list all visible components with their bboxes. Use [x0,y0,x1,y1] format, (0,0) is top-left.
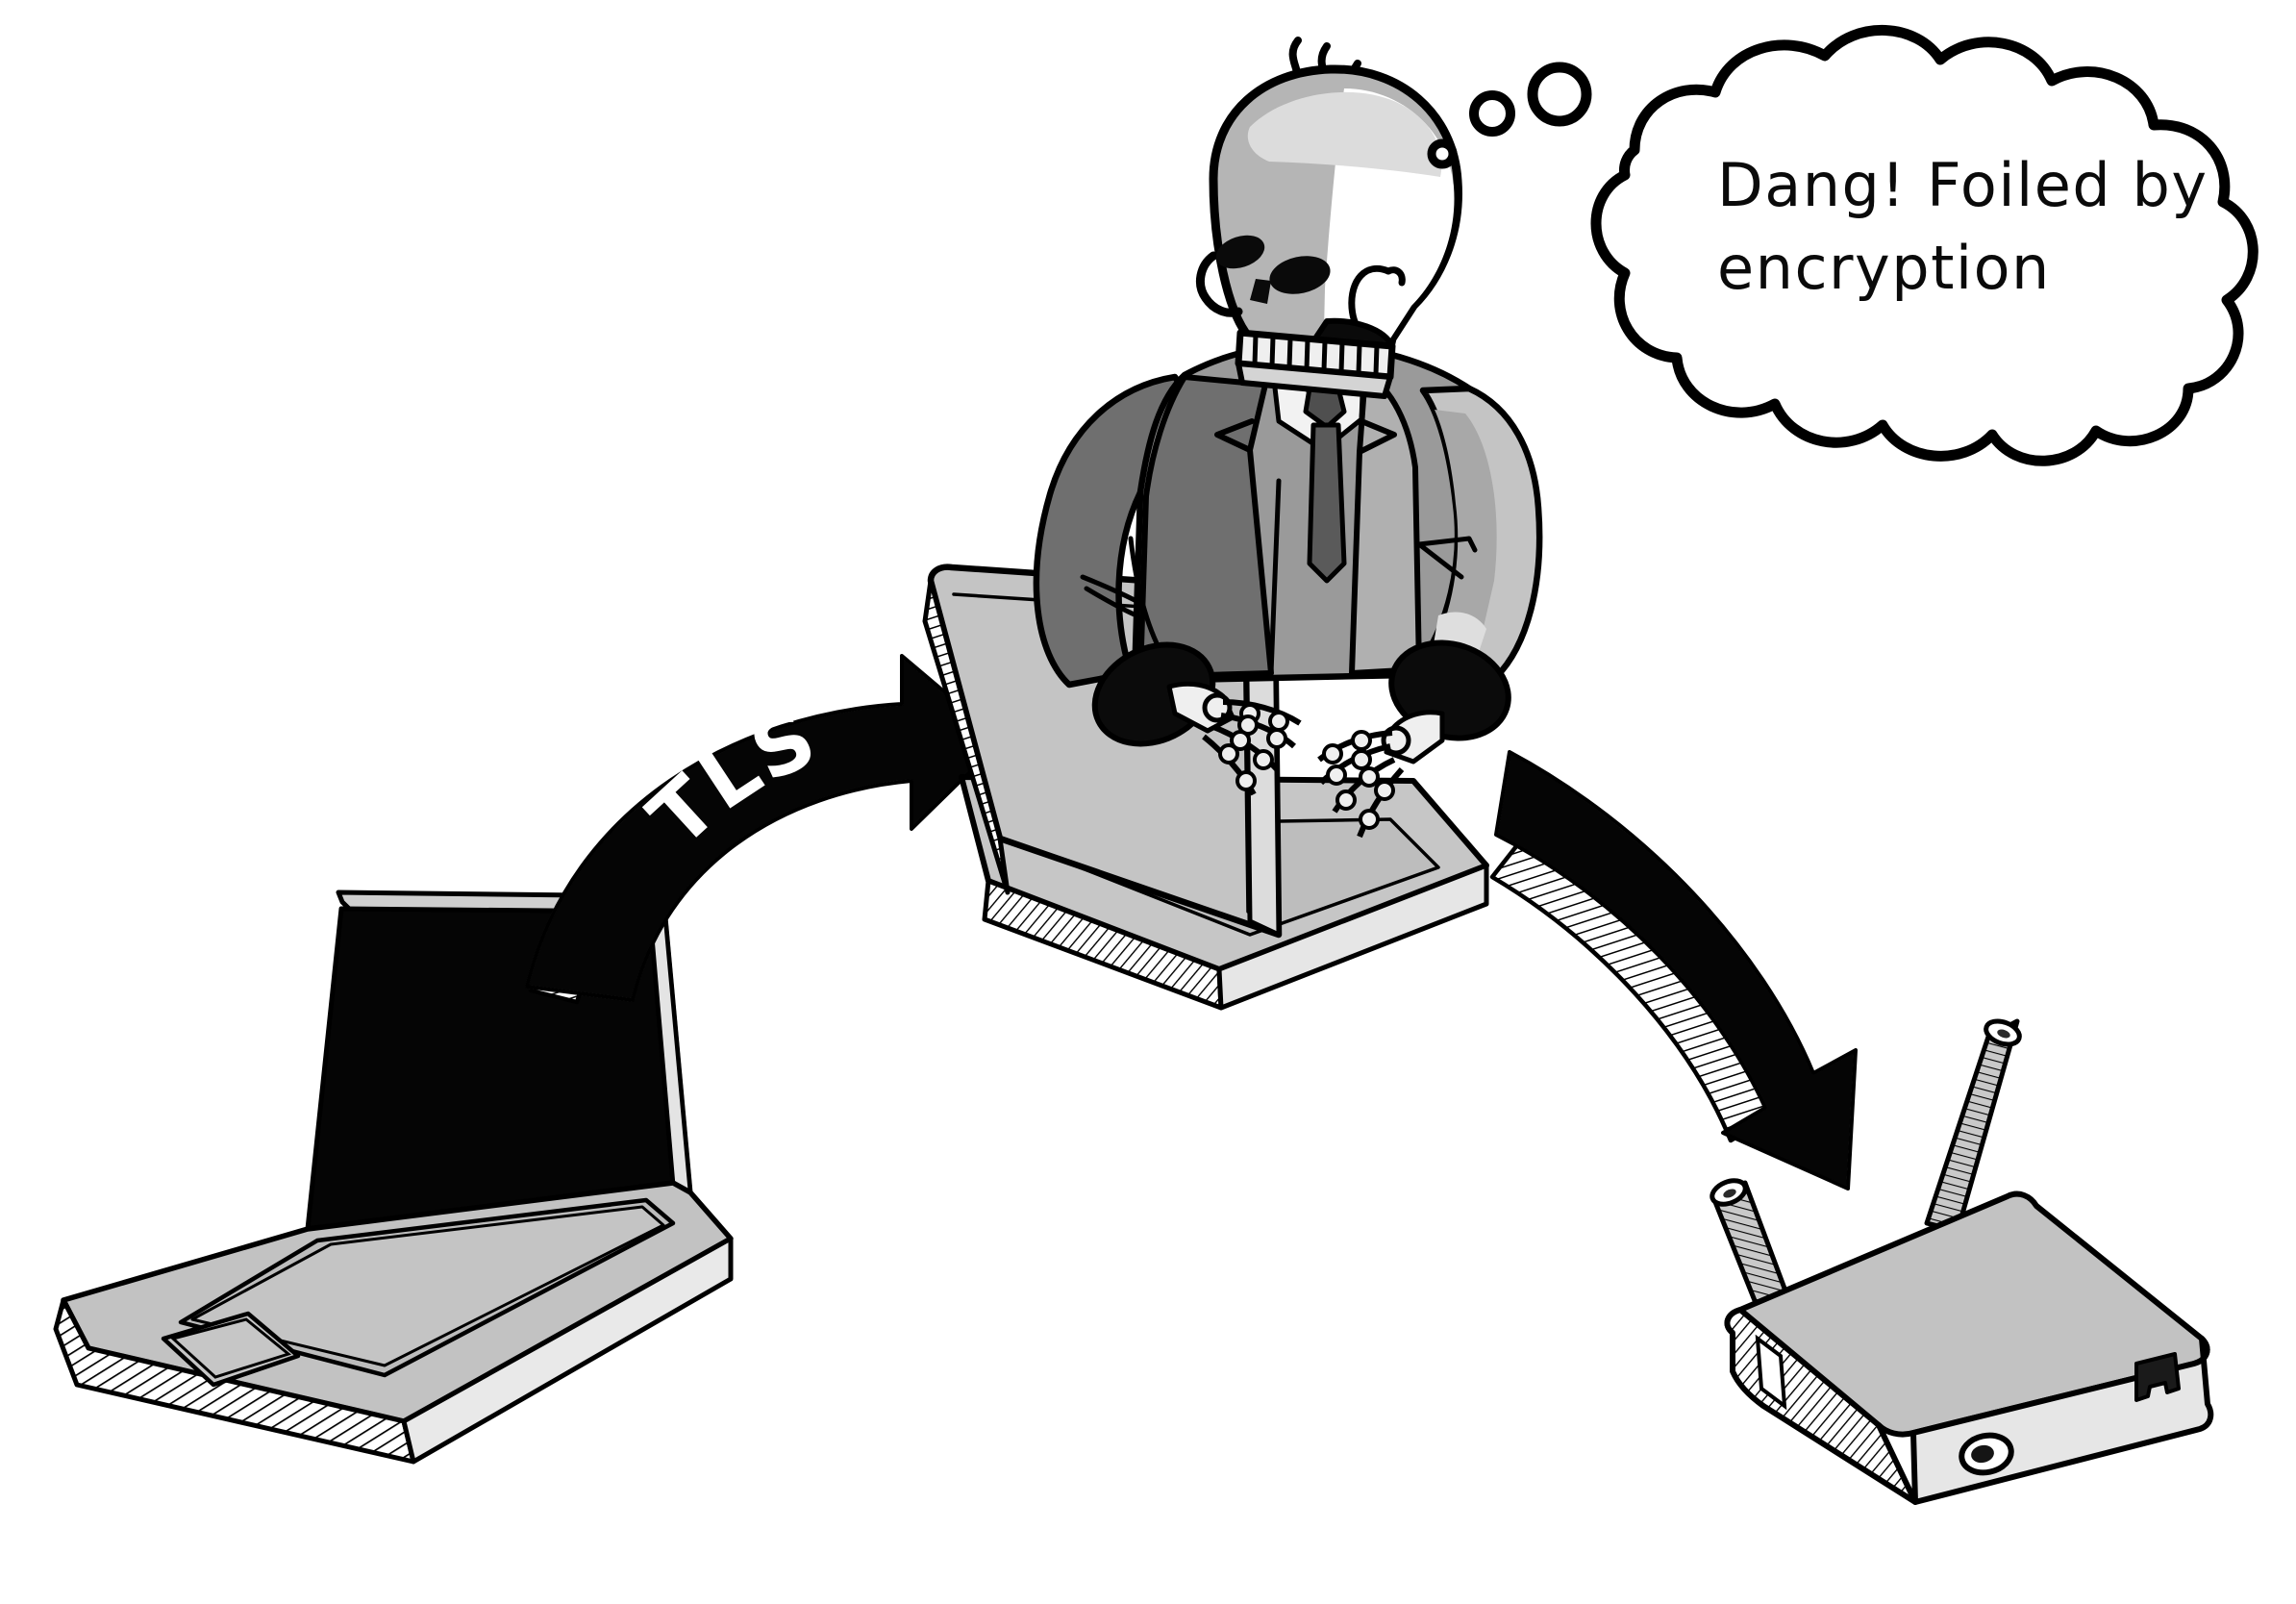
wireless-router [1710,1018,2214,1505]
tls-arrow-left: TLS [525,654,1004,1005]
skeleton-attacker [1033,37,1543,839]
skull-eye-left [1215,235,1265,269]
router-ethernet-port [2134,1352,2181,1402]
tie [1307,422,1347,584]
skull [1195,64,1462,399]
skull-highlight [1247,91,1442,177]
tls-arrow-right-outline [1494,750,1858,1190]
thought-bubble-line-1: Dang! Foiled by [1717,150,2209,220]
skeletal-hands [1166,681,1445,839]
tls-arrow-left-outline [525,654,1004,1002]
skeletal-hand-right [1317,710,1445,839]
thought-bubble: Dang! Foiled by encryption [1427,24,2259,466]
thought-dot-small [1427,138,1458,169]
skull-eye-right [1269,256,1331,294]
thought-bubble-cloud [1590,24,2259,466]
skeletal-hand-left [1166,681,1302,796]
suit-lapel-left [1137,374,1274,680]
skull-nose [1250,279,1271,304]
thought-dot-medium [1469,90,1515,137]
thought-bubble-line-2: encryption [1717,233,2051,303]
attacker-laptop-lid-edge [922,578,1011,895]
attacker-laptop [922,564,1489,1011]
thought-dot-large [1527,62,1592,127]
